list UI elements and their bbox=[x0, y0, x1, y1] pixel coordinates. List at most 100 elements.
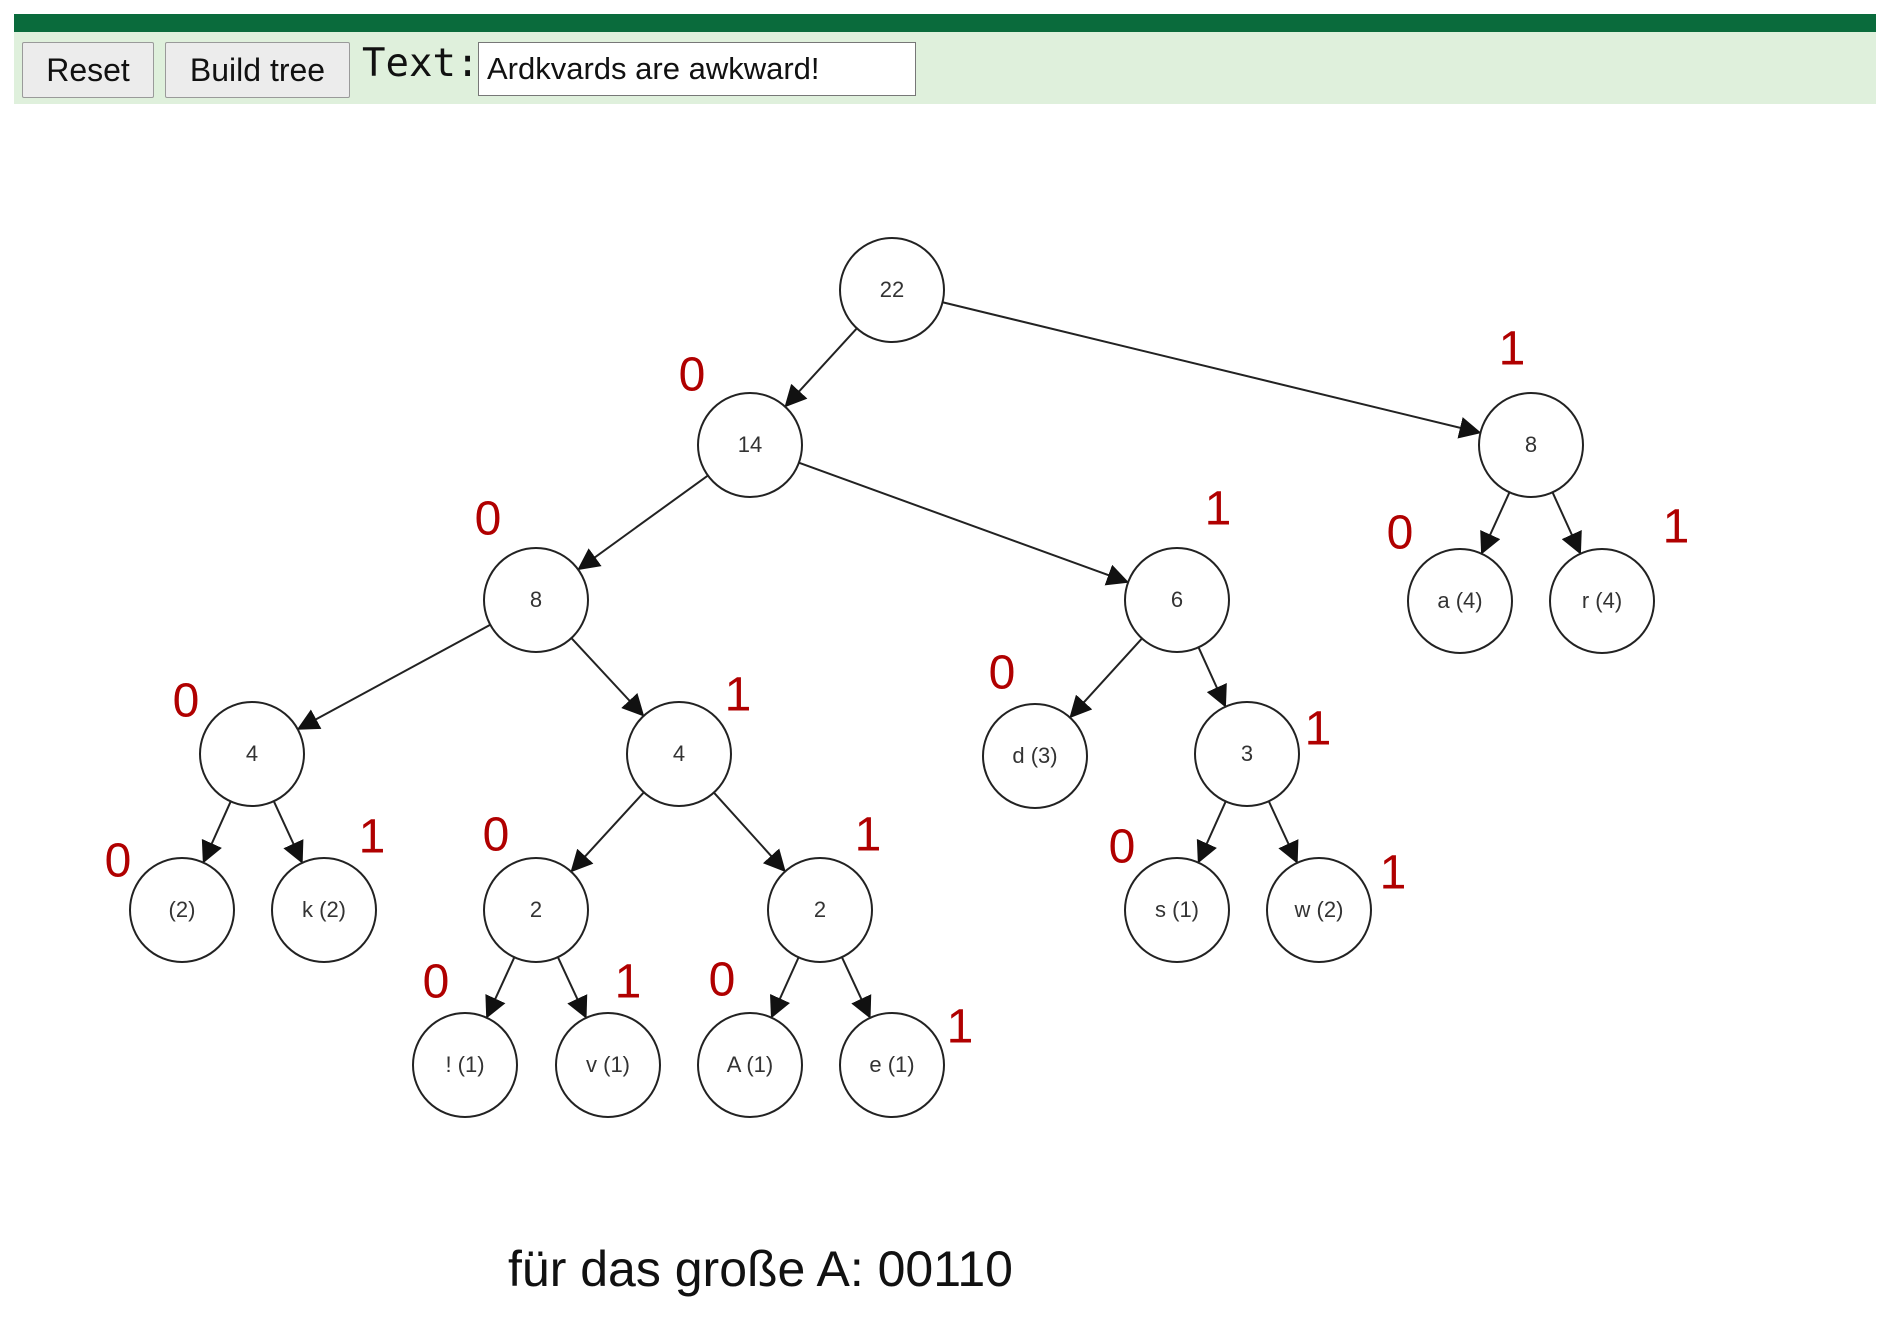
node-label: 8 bbox=[530, 587, 542, 612]
tree-edge bbox=[485, 956, 516, 1019]
edge-bit-label: 1 bbox=[359, 811, 386, 864]
edge-bit-label: 1 bbox=[1663, 501, 1690, 554]
node-label: r (4) bbox=[1582, 588, 1622, 613]
node-label: 14 bbox=[738, 432, 762, 457]
node-circle bbox=[129, 857, 235, 963]
tree-edge bbox=[1267, 800, 1299, 864]
node-circle bbox=[555, 1012, 661, 1118]
tree-edge bbox=[296, 623, 491, 730]
tree-edge bbox=[577, 474, 709, 571]
node-circle bbox=[1194, 701, 1300, 807]
edge-bit-label: 0 bbox=[173, 675, 200, 728]
edge-bit-label: 1 bbox=[615, 956, 642, 1009]
tree-node: 3 bbox=[1194, 701, 1300, 807]
node-label: s (1) bbox=[1155, 897, 1199, 922]
node-circle bbox=[839, 1012, 945, 1118]
edge-bit-label: 0 bbox=[105, 835, 132, 888]
node-label: 6 bbox=[1171, 587, 1183, 612]
node-label: e (1) bbox=[869, 1052, 914, 1077]
node-circle bbox=[1124, 547, 1230, 653]
tree-edge bbox=[713, 791, 786, 873]
node-circle bbox=[483, 857, 589, 963]
node-circle bbox=[1124, 857, 1230, 963]
tree-edge bbox=[570, 637, 645, 717]
edge-bit-label: 0 bbox=[709, 954, 736, 1007]
edge-bit-label: 1 bbox=[1305, 703, 1332, 756]
node-label: (2) bbox=[169, 897, 196, 922]
tree-edge bbox=[840, 956, 872, 1019]
tree-node: d (3) bbox=[982, 703, 1088, 809]
node-circle bbox=[483, 547, 589, 653]
tree-node: v (1) bbox=[555, 1012, 661, 1118]
node-circle bbox=[839, 237, 945, 343]
tree-node: 6 bbox=[1124, 547, 1230, 653]
tree-edge bbox=[942, 301, 1482, 439]
edge-bit-label: 0 bbox=[423, 956, 450, 1009]
reset-button[interactable]: Reset bbox=[22, 42, 154, 98]
tree-node: 2 bbox=[767, 857, 873, 963]
node-circle bbox=[767, 857, 873, 963]
tree-node: w (2) bbox=[1266, 857, 1372, 963]
node-label: k (2) bbox=[302, 897, 346, 922]
text-label: Text: bbox=[362, 41, 480, 86]
text-input[interactable] bbox=[478, 42, 916, 96]
tree-node: A (1) bbox=[697, 1012, 803, 1118]
build-tree-button[interactable]: Build tree bbox=[165, 42, 350, 98]
tree-edge bbox=[770, 956, 800, 1019]
node-circle bbox=[1478, 392, 1584, 498]
edge-bit-label: 0 bbox=[679, 349, 706, 402]
node-label: v (1) bbox=[586, 1052, 630, 1077]
tree-edge bbox=[1551, 491, 1582, 555]
node-circle bbox=[697, 392, 803, 498]
tree-node: 14 bbox=[697, 392, 803, 498]
edge-bit-label: 0 bbox=[989, 647, 1016, 700]
node-label: 4 bbox=[673, 741, 685, 766]
tree-node: 22 bbox=[839, 237, 945, 343]
edge-bit-label: 1 bbox=[725, 669, 752, 722]
tree-edge bbox=[1197, 646, 1227, 708]
node-label: A (1) bbox=[727, 1052, 773, 1077]
node-label: 22 bbox=[880, 277, 904, 302]
caption: für das große A: 00110 bbox=[508, 1241, 1013, 1297]
tree-node: ! (1) bbox=[412, 1012, 518, 1118]
tree-node: 2 bbox=[483, 857, 589, 963]
tree-node: k (2) bbox=[271, 857, 377, 963]
node-circle bbox=[697, 1012, 803, 1118]
tree-node: a (4) bbox=[1407, 548, 1513, 654]
tree-edge bbox=[1196, 801, 1227, 864]
node-label: ! (1) bbox=[445, 1052, 484, 1077]
node-circle bbox=[271, 857, 377, 963]
tree-edge bbox=[1480, 491, 1511, 555]
tree-node: e (1) bbox=[839, 1012, 945, 1118]
node-circle bbox=[626, 701, 732, 807]
tree-edge bbox=[201, 801, 232, 864]
tree-edge bbox=[272, 800, 304, 864]
tree-edge bbox=[570, 791, 645, 873]
node-circle bbox=[982, 703, 1088, 809]
tree-node: 4 bbox=[626, 701, 732, 807]
node-label: d (3) bbox=[1012, 743, 1057, 768]
tree-node: r (4) bbox=[1549, 548, 1655, 654]
tree-node: s (1) bbox=[1124, 857, 1230, 963]
node-circle bbox=[1549, 548, 1655, 654]
node-circle bbox=[412, 1012, 518, 1118]
edge-bit-label: 0 bbox=[1387, 507, 1414, 560]
node-circle bbox=[199, 701, 305, 807]
tree-edge bbox=[798, 461, 1130, 586]
tree-edge bbox=[556, 956, 588, 1019]
node-circle bbox=[1266, 857, 1372, 963]
node-circle bbox=[1407, 548, 1513, 654]
edge-bit-label: 0 bbox=[483, 809, 510, 862]
tree-edge bbox=[1069, 637, 1143, 719]
top-accent-bar bbox=[14, 14, 1876, 32]
node-label: a (4) bbox=[1437, 588, 1482, 613]
edge-bit-label: 1 bbox=[855, 809, 882, 862]
tree-node: (2) bbox=[129, 857, 235, 963]
node-label: 2 bbox=[814, 897, 826, 922]
node-label: 3 bbox=[1241, 741, 1253, 766]
edge-bit-label: 0 bbox=[475, 493, 502, 546]
tree-node: 8 bbox=[483, 547, 589, 653]
node-label: 4 bbox=[246, 741, 258, 766]
node-label: w (2) bbox=[1294, 897, 1344, 922]
